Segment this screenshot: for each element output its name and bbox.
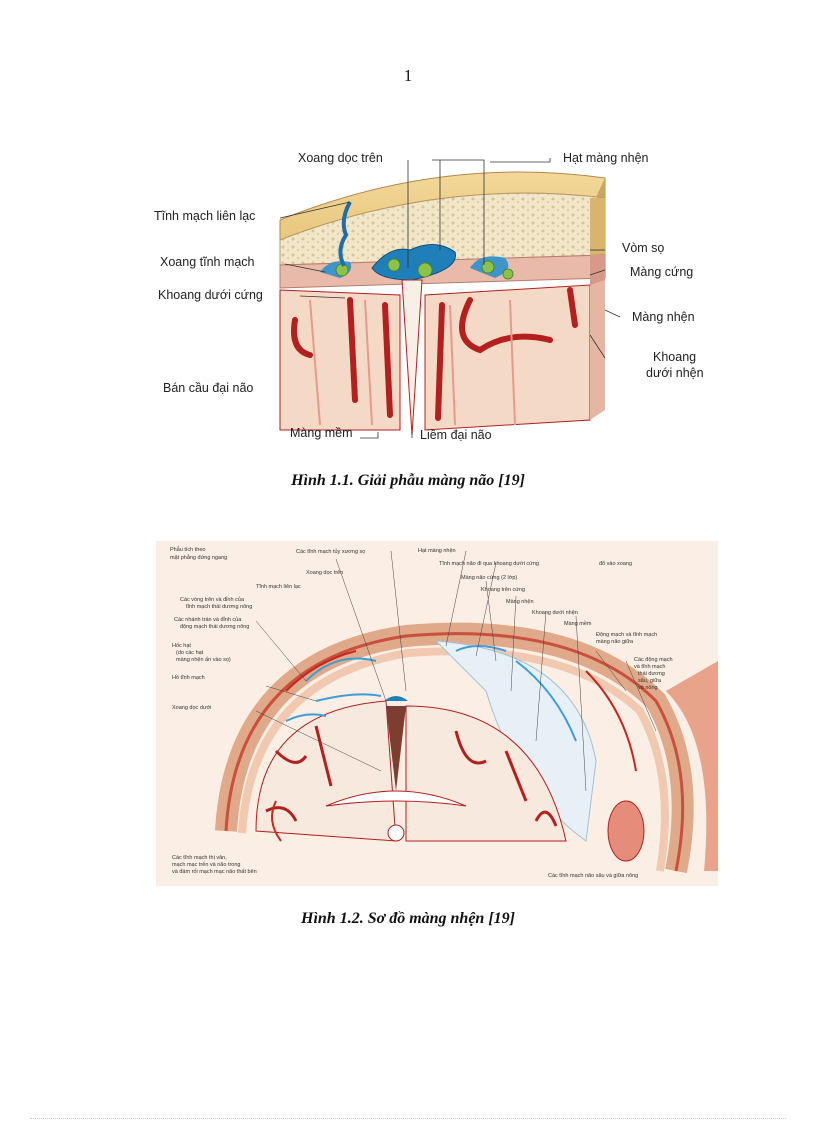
page-number: 1	[403, 66, 413, 85]
page-footer-rule	[30, 1118, 786, 1119]
label-subarachnoid-1: Khoang	[653, 350, 696, 364]
label-epidural-space: Khoang trên cứng	[481, 587, 525, 593]
label-temporal-arteries-1: Các nhánh trán và đỉnh của	[174, 616, 242, 623]
label-arachnoid-2: Màng nhện	[506, 599, 534, 605]
label-middle-meningeal-2: màng não giữa	[596, 639, 634, 645]
label-superior-sagittal-sinus-2: Xoang dọc trên	[306, 570, 343, 576]
figure1-caption: Hình 1.1. Giải phẫu màng não [19]	[291, 472, 525, 489]
arachnoid-illustration: Phẫu tích theo mặt phẳng đứng ngang Các …	[156, 541, 718, 886]
label-temporal-veins-2: tĩnh mạch thái dương nông	[186, 604, 252, 610]
label-temporal-vessels-3: thái dương	[638, 671, 665, 677]
label-dissection-1: Phẫu tích theo	[170, 546, 205, 553]
label-cerebral-hemisphere: Bán cầu đại não	[163, 381, 253, 395]
figure-arachnoid-diagram: Phẫu tích theo mặt phẳng đứng ngang Các …	[156, 541, 718, 886]
label-dissection-2: mặt phẳng đứng ngang	[170, 554, 227, 561]
label-temporal-veins-1: Các vòng trên và đỉnh của	[180, 596, 245, 603]
label-pia-mater: Màng mềm	[290, 426, 353, 440]
label-calvaria: Vòm sọ	[622, 241, 664, 255]
label-temporal-vessels-1: Các động mạch	[634, 657, 673, 663]
label-dura-two-layers: Màng não cứng (2 lớp)	[461, 575, 517, 581]
label-temporal-vessels-2: và tĩnh mạch	[634, 664, 666, 670]
label-pia-mater-2: Màng mềm	[564, 621, 592, 627]
label-middle-meningeal-1: Động mạch và tĩnh mạch	[596, 632, 657, 638]
label-granular-foveola-1: Hốc hạt	[172, 643, 191, 649]
label-dura-mater: Màng cứng	[630, 265, 693, 279]
label-arachnoid: Màng nhện	[632, 310, 695, 324]
label-deep-veins-1: Các tĩnh mạch thị vân,	[172, 855, 227, 861]
label-diploic-veins: Các tĩnh mạch tủy xương sọ	[296, 548, 365, 555]
figure-meninges-anatomy: Xoang dọc trên Hạt màng nhện Tĩnh mạch l…	[150, 140, 710, 450]
label-arachnoid-granulation-2: Hạt màng nhện	[418, 548, 456, 554]
label-temporal-vessels-4: sâu, giữa	[638, 678, 662, 684]
label-emissary-vein: Tĩnh mạch liên lạc	[256, 584, 301, 590]
label-subdural-space: Khoang dưới cứng	[158, 288, 263, 302]
label-temporal-arteries-2: động mạch thái dương nông	[180, 624, 249, 630]
label-granular-foveola-2: (do các hạt	[176, 650, 204, 656]
label-inferior-sagittal-sinus: Xoang dọc dưới	[172, 705, 211, 711]
label-subarachnoid-space: Khoang dưới nhện	[532, 610, 578, 616]
label-temporal-vessels-5: và nông	[638, 685, 658, 691]
figure2-caption: Hình 1.2. Sơ đồ màng nhện [19]	[301, 910, 515, 927]
label-middle-superficial-veins: Các tĩnh mạch não sâu và giữa nông	[548, 873, 638, 879]
label-superior-sagittal-sinus: Xoang dọc trên	[298, 151, 383, 165]
label-venous-sinus: Xoang tĩnh mạch	[160, 255, 255, 269]
label-falx-cerebri: Liềm đại não	[420, 428, 492, 442]
label-subarachnoid-2: dưới nhện	[646, 366, 704, 380]
label-bridging-vein: Tĩnh mạch liên lạc	[154, 209, 255, 223]
label-bridging-veins-2: Tĩnh mạch não đi qua khoang dưới cứng	[439, 561, 539, 567]
label-arachnoid-granulation: Hạt màng nhện	[563, 151, 649, 165]
label-deep-veins-2: mạch mạc trên và não trong	[172, 862, 240, 868]
label-deep-veins-3: và đám rối mạch mạc não thất bên	[172, 869, 257, 875]
label-venous-lacuna: Hồ tĩnh mạch	[172, 675, 205, 681]
label-into-sinus: đổ vào xoang	[599, 560, 632, 567]
meninges-illustration: Xoang dọc trên Hạt màng nhện Tĩnh mạch l…	[154, 151, 704, 442]
label-granular-foveola-3: màng nhện ấn vào sọ)	[176, 657, 231, 663]
